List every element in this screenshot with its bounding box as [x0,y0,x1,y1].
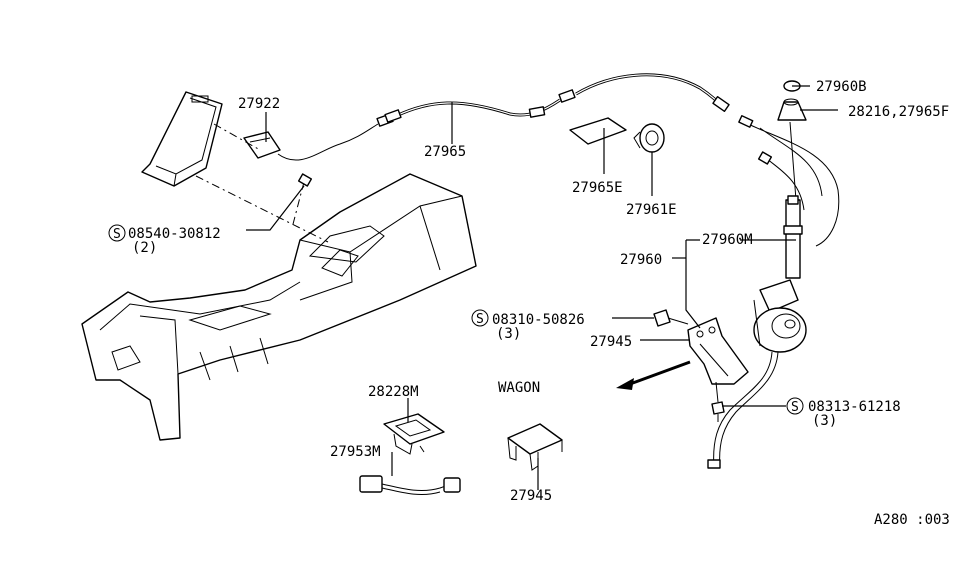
label-08540-qty: (2) [132,240,157,256]
label-27922: 27922 [238,96,280,112]
label-27961e: 27961E [626,202,677,218]
label-08313-qty: (3) [812,413,837,429]
label-27960m: 27960M [702,232,753,248]
label-08540: 08540-30812 [128,226,221,242]
label-wagon: WAGON [498,380,540,396]
dash-line [195,175,329,243]
dash-line [291,181,305,229]
svg-text:S: S [113,227,121,242]
label-08313: 08313-61218 [808,399,901,415]
leader-lines [246,85,838,490]
label-27965: 27965 [424,144,466,160]
s-symbol: S [471,309,489,327]
svg-text:S: S [476,312,484,327]
label-27965e: 27965E [572,180,623,196]
svg-text:S: S [791,400,799,415]
switch-28228m [383,413,445,455]
screw-08540 [297,173,313,187]
bracket-27945-wagon [507,423,563,471]
label-28216: 28216,27965F [848,104,949,120]
s-symbol: S [786,397,804,415]
antenna-cable-27965 [384,73,730,123]
label-27953m: 27953M [330,444,381,460]
label-27945-wagon: 27945 [510,488,552,504]
bracket-27945-upper [687,317,749,385]
diagram-code: A280 :003 [874,512,950,528]
s-symbol: S [108,224,126,242]
label-27945-upper: 27945 [590,334,632,350]
grommet-27961e [633,123,665,153]
label-28228m: 28228M [368,384,419,400]
label-08310-qty: (3) [496,326,521,342]
harness-27953m [359,475,461,495]
label-27960b: 27960B [816,79,867,95]
pad-27965e [569,117,627,145]
bolt-08310 [653,309,689,327]
label-27960: 27960 [620,252,662,268]
direction-arrow [616,360,691,390]
console-pocket [141,91,223,187]
center-console [81,173,477,441]
bolt-08313 [711,381,725,422]
label-08310: 08310-50826 [492,312,585,328]
